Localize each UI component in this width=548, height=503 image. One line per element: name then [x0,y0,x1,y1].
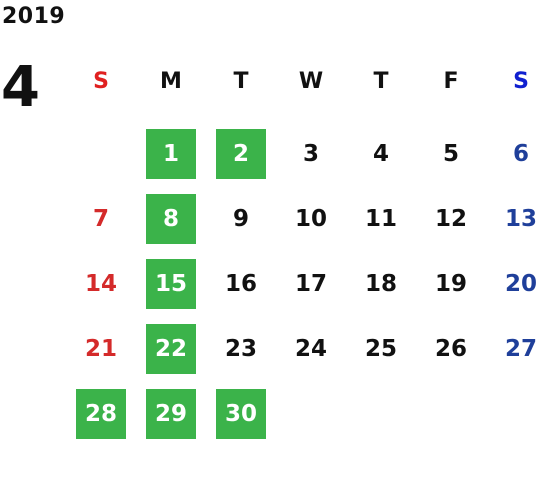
empty-cell [416,381,486,446]
day-18[interactable]: 18 [364,270,397,297]
weekday-friday: F [443,68,459,94]
empty-cell [66,121,136,186]
weekday-sunday: S [93,68,109,94]
year-label: 2019 [2,4,66,29]
day-1[interactable]: 1 [146,128,196,179]
day-7[interactable]: 7 [92,205,109,232]
weekday-thursday: T [373,68,389,94]
day-10[interactable]: 10 [294,205,327,232]
weekday-wednesday: W [298,68,324,94]
day-30[interactable]: 30 [216,388,266,439]
day-22[interactable]: 22 [146,323,196,374]
day-25[interactable]: 25 [364,335,397,362]
day-6[interactable]: 6 [512,140,529,167]
day-12[interactable]: 12 [434,205,467,232]
day-2[interactable]: 2 [216,128,266,179]
empty-cell [486,381,548,446]
day-9[interactable]: 9 [232,205,249,232]
day-14[interactable]: 14 [84,270,117,297]
weekday-monday: M [160,68,182,94]
day-13[interactable]: 13 [504,205,537,232]
day-23[interactable]: 23 [224,335,257,362]
day-4[interactable]: 4 [372,140,389,167]
day-24[interactable]: 24 [294,335,327,362]
calendar-grid: S M T W T F S 1 2 3 4 5 6 7 8 9 10 11 12… [66,56,548,446]
empty-cell [276,381,346,446]
day-21[interactable]: 21 [84,335,117,362]
day-19[interactable]: 19 [434,270,467,297]
day-17[interactable]: 17 [294,270,327,297]
day-5[interactable]: 5 [442,140,459,167]
month-number: 4 [1,55,40,120]
day-15[interactable]: 15 [146,258,196,309]
weekday-tuesday: T [233,68,249,94]
day-20[interactable]: 20 [504,270,537,297]
day-28[interactable]: 28 [76,388,126,439]
day-3[interactable]: 3 [302,140,319,167]
empty-cell [346,381,416,446]
day-27[interactable]: 27 [504,335,537,362]
day-8[interactable]: 8 [146,193,196,244]
day-11[interactable]: 11 [364,205,397,232]
day-26[interactable]: 26 [434,335,467,362]
weekday-saturday: S [513,68,529,94]
day-29[interactable]: 29 [146,388,196,439]
day-16[interactable]: 16 [224,270,257,297]
